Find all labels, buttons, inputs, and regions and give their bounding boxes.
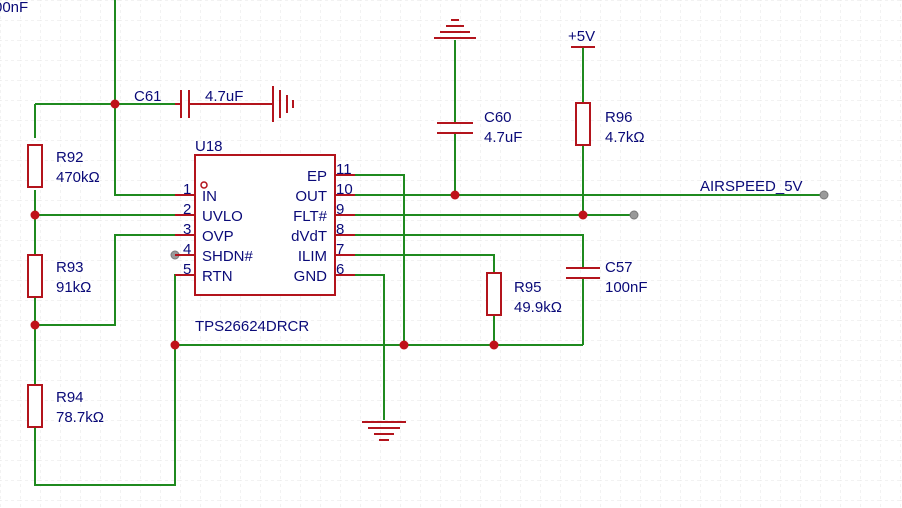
wires	[34, 0, 824, 486]
pin1-marker	[200, 181, 208, 189]
r93-value: 91kΩ	[56, 279, 91, 296]
ic-pin-number: 8	[336, 221, 344, 238]
r92-ref: R92	[56, 149, 84, 166]
ic-pin-number: 10	[336, 181, 353, 198]
ground-symbol-c61	[272, 86, 294, 122]
power-symbol-5v: +5V	[568, 28, 595, 48]
ic-pin-number: 11	[336, 161, 352, 178]
junction-dot	[170, 340, 180, 350]
ic-pin-number: 5	[183, 261, 191, 278]
no-connect-point	[629, 210, 639, 220]
wire-ovp[interactable]	[35, 234, 195, 326]
c57-ref: C57	[605, 259, 633, 276]
ic-pin-number: 2	[183, 201, 191, 218]
power-label: +5V	[568, 28, 595, 45]
ic-pin-number: 3	[183, 221, 191, 238]
ic-part-number: TPS26624DRCR	[195, 318, 309, 335]
resistor-r95[interactable]: R95 49.9kΩ	[486, 272, 562, 316]
c61-value: 4.7uF	[205, 88, 243, 105]
ground-symbol-c60	[434, 19, 476, 39]
resistor-r94[interactable]: R94 78.7kΩ	[27, 384, 104, 428]
capacitor-c61[interactable]: C61 4.7uF	[134, 88, 273, 118]
junction-dot	[30, 320, 40, 330]
ic-pin-number: 7	[336, 241, 344, 258]
c57-value: 100nF	[605, 279, 648, 296]
r95-value: 49.9kΩ	[514, 299, 562, 316]
ground-symbol-bottom	[362, 421, 406, 441]
wire-in-top[interactable]	[114, 0, 195, 196]
c61-ref: C61	[134, 88, 162, 105]
junction-dot	[399, 340, 409, 350]
junction-dot	[30, 210, 40, 220]
ic-u18[interactable]: U18 TPS26624DRCR	[194, 138, 336, 335]
net-label-airspeed: AIRSPEED_5V	[700, 178, 803, 195]
capacitor-c60[interactable]: C60 4.7uF	[437, 109, 522, 146]
wire-dvdt[interactable]	[335, 234, 584, 268]
r95-ref: R95	[514, 279, 542, 296]
ic-pin-number: 4	[183, 241, 191, 258]
ic-pin-number: 6	[336, 261, 344, 278]
r96-value: 4.7kΩ	[605, 129, 645, 146]
ic-pin-name: OUT	[295, 188, 327, 205]
junctions	[30, 99, 829, 350]
resistor-r93[interactable]: R93 91kΩ	[27, 254, 91, 298]
ic-pin-number: 1	[183, 181, 191, 198]
ic-pin-name: ILIM	[298, 248, 327, 265]
junction-dot	[578, 210, 588, 220]
no-connect-point	[819, 190, 829, 200]
r94-ref: R94	[56, 389, 84, 406]
ic-pin-name: UVLO	[202, 208, 243, 225]
ic-pins: 1 IN 2 UVLO 3 OVP 4 SHDN# 5 RTN 11 EP 10 OUT 9 FLT# 8 dVd…	[175, 161, 355, 285]
r96-ref: R96	[605, 109, 633, 126]
ic-pin-number: 9	[336, 201, 344, 218]
wire-ilim[interactable]	[335, 254, 495, 273]
ic-pin-name: GND	[294, 268, 328, 285]
r92-value: 470kΩ	[56, 169, 100, 186]
junction-dot	[489, 340, 499, 350]
ic-pin-name: SHDN#	[202, 248, 254, 265]
c60-ref: C60	[484, 109, 512, 126]
r94-value: 78.7kΩ	[56, 409, 104, 426]
capacitor-c57[interactable]: C57 100nF	[566, 259, 648, 296]
ic-pin-name: EP	[307, 168, 327, 185]
ic-pin-name: RTN	[202, 268, 233, 285]
ic-ref: U18	[195, 138, 223, 155]
ic-pin-name: FLT#	[293, 208, 328, 225]
resistor-r96[interactable]: R96 4.7kΩ	[575, 102, 645, 146]
resistor-r92[interactable]: R92 470kΩ	[27, 144, 100, 188]
junction-dot	[450, 190, 460, 200]
ic-pin-name: dVdT	[291, 228, 327, 245]
junction-dot	[110, 99, 120, 109]
c60-value: 4.7uF	[484, 129, 522, 146]
wire-ep[interactable]	[335, 174, 405, 345]
r93-ref: R93	[56, 259, 84, 276]
partial-capacitor-value: 00nF	[0, 0, 28, 16]
ic-pin-name: IN	[202, 188, 217, 205]
ic-pin-name: OVP	[202, 228, 234, 245]
